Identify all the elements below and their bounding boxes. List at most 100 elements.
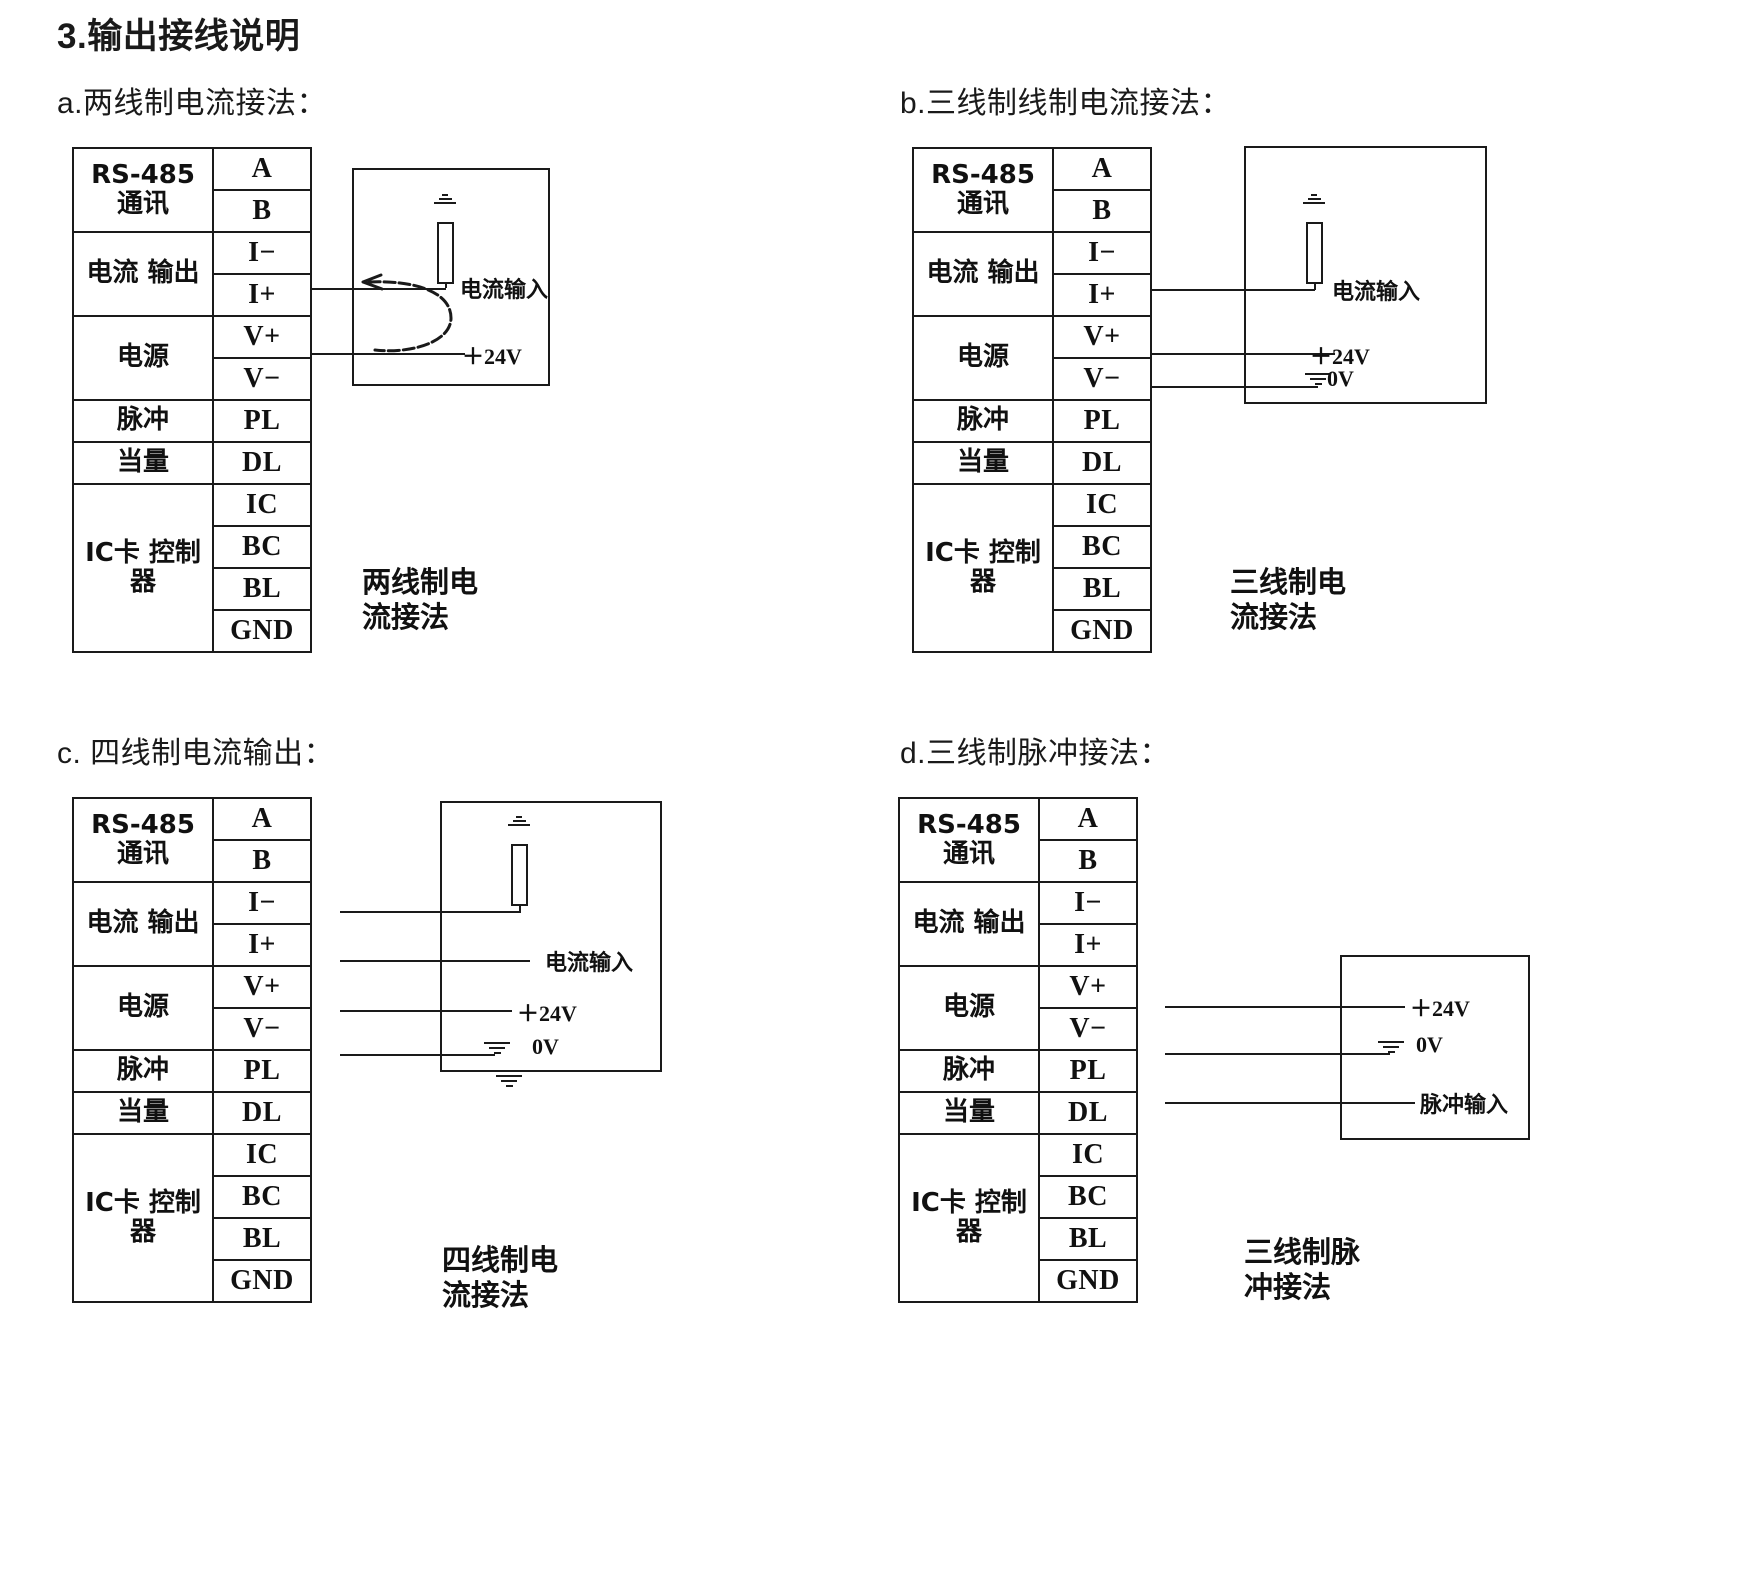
table-row: RS-485 通讯 A (72, 797, 312, 883)
label-24v-b: ＋24V (1310, 344, 1370, 369)
pin-v-plus: V+ (212, 315, 312, 359)
group-ic-card-controller: IC卡 控制器 (898, 1133, 1040, 1303)
table-row: V− (73, 1007, 312, 1051)
caption-b: 三线制电 流接法 (1230, 565, 1347, 635)
table-row: 当量 DL (912, 441, 1152, 485)
table-row: GND (899, 1259, 1138, 1303)
pin-dl: DL (212, 441, 312, 485)
table-row: BL (73, 1217, 312, 1261)
pin-pl: PL (212, 399, 312, 443)
table-row: 脉冲 PL (912, 399, 1152, 443)
table-row: IC卡 控制器 IC (898, 1133, 1138, 1303)
pin-i-plus: I+ (1052, 273, 1152, 317)
group-ic-card-controller: IC卡 控制器 (72, 483, 214, 653)
pin-b: B (212, 189, 312, 233)
pin-a: A (212, 147, 312, 191)
wire-v-plus (1165, 1006, 1405, 1008)
table-row: 电流 输出 I− (912, 231, 1152, 317)
group-equivalent: 当量 (72, 441, 214, 485)
diagram-b: RS-485 通讯 A B 电流 输出 I− I+ 电源 V+ V− 脉冲 (840, 0, 1540, 680)
pin-pl: PL (1052, 399, 1152, 443)
group-ic-card-controller: IC卡 控制器 (912, 483, 1054, 653)
pin-a: A (1038, 797, 1138, 841)
group-power: 电源 (72, 965, 214, 1051)
terminal-table-a: RS-485 通讯 A B 电流 输出 I− I+ 电源 V+ V− 脉冲 (72, 147, 312, 653)
ground-symbol-icon (1378, 1041, 1404, 1056)
pin-bl: BL (212, 1217, 312, 1261)
label-24v-a: ＋24V (462, 344, 522, 369)
diagram-c-heading: c. 四线制电流输出： (57, 737, 335, 770)
pin-a: A (212, 797, 312, 841)
circuit-box-a (352, 168, 550, 386)
wire-resistor-lead (519, 906, 521, 912)
circuit-box-d (1340, 955, 1530, 1140)
circuit-box-b (1244, 146, 1487, 404)
table-row: B (73, 839, 312, 883)
table-row: I+ (899, 923, 1138, 967)
label-current-input-b: 电流输入 (1332, 280, 1421, 305)
pin-v-plus: V+ (212, 965, 312, 1009)
group-power: 电源 (898, 965, 1040, 1051)
pin-bc: BC (212, 1175, 312, 1219)
table-row: BC (899, 1175, 1138, 1219)
pin-v-plus: V+ (1052, 315, 1152, 359)
table-row: 当量 DL (72, 441, 312, 485)
table-row: 电源 V+ (912, 315, 1152, 401)
pin-i-plus: I+ (212, 923, 312, 967)
table-row: V− (73, 357, 312, 401)
pin-dl: DL (1038, 1091, 1138, 1135)
pin-v-plus: V+ (1038, 965, 1138, 1009)
wire-v-plus (1150, 353, 1335, 355)
group-ic-card-controller: IC卡 控制器 (72, 1133, 214, 1303)
wire-resistor-lead (445, 284, 447, 288)
pin-i-minus: I− (1052, 231, 1152, 275)
label-24v-d: ＋24V (1410, 996, 1470, 1021)
pin-pl: PL (212, 1049, 312, 1093)
ground-symbol-icon-bottom (496, 1075, 522, 1090)
label-0v-c: 0V (532, 1034, 559, 1059)
ground-symbol-icon (1305, 373, 1331, 388)
pin-gnd: GND (212, 609, 312, 653)
label-0v-d: 0V (1416, 1032, 1443, 1057)
current-flow-arrow-icon (361, 273, 453, 353)
group-rs485: RS-485 通讯 (898, 797, 1040, 883)
table-row: 电源 V+ (898, 965, 1138, 1051)
diagram-b-heading: b.三线制线制电流接法： (900, 87, 1232, 120)
wire-v-plus (340, 1010, 512, 1012)
group-rs485: RS-485 通讯 (72, 147, 214, 233)
diagram-a: RS-485 通讯 A B 电流 输出 I− I+ 电源 V+ V− 脉冲 (0, 0, 680, 680)
pin-ic: IC (212, 1133, 312, 1177)
pin-i-plus: I+ (212, 273, 312, 317)
wire-pl (1165, 1102, 1415, 1104)
section-title: 3.输出接线说明 (57, 17, 301, 56)
group-current-output: 电流 输出 (912, 231, 1054, 317)
pin-b: B (1038, 839, 1138, 883)
group-power: 电源 (912, 315, 1054, 401)
caption-a: 两线制电 流接法 (362, 565, 479, 635)
table-row: 电源 V+ (72, 315, 312, 401)
group-rs485: RS-485 通讯 (912, 147, 1054, 233)
pin-v-minus: V− (212, 1007, 312, 1051)
pin-ic: IC (212, 483, 312, 527)
resistor-icon (1306, 222, 1323, 284)
table-row: B (73, 189, 312, 233)
pin-dl: DL (212, 1091, 312, 1135)
table-row: IC卡 控制器 IC (72, 1133, 312, 1303)
table-row: B (899, 839, 1138, 883)
pin-gnd: GND (1038, 1259, 1138, 1303)
table-row: BL (73, 567, 312, 611)
label-24v-c: ＋24V (517, 1001, 577, 1026)
label-current-input-c: 电流输入 (545, 951, 634, 976)
pin-i-minus: I− (212, 231, 312, 275)
group-power: 电源 (72, 315, 214, 401)
resistor-icon (437, 222, 454, 284)
group-equivalent: 当量 (912, 441, 1054, 485)
terminal-table-c: RS-485 通讯 A B 电流 输出 I− I+ 电源 V+ V− 脉冲 (72, 797, 312, 1303)
group-equivalent: 当量 (898, 1091, 1040, 1135)
table-row: I+ (913, 273, 1152, 317)
table-row: RS-485 通讯 A (898, 797, 1138, 883)
table-row: RS-485 通讯 A (72, 147, 312, 233)
label-0v-b: 0V (1327, 366, 1354, 391)
pin-ic: IC (1052, 483, 1152, 527)
